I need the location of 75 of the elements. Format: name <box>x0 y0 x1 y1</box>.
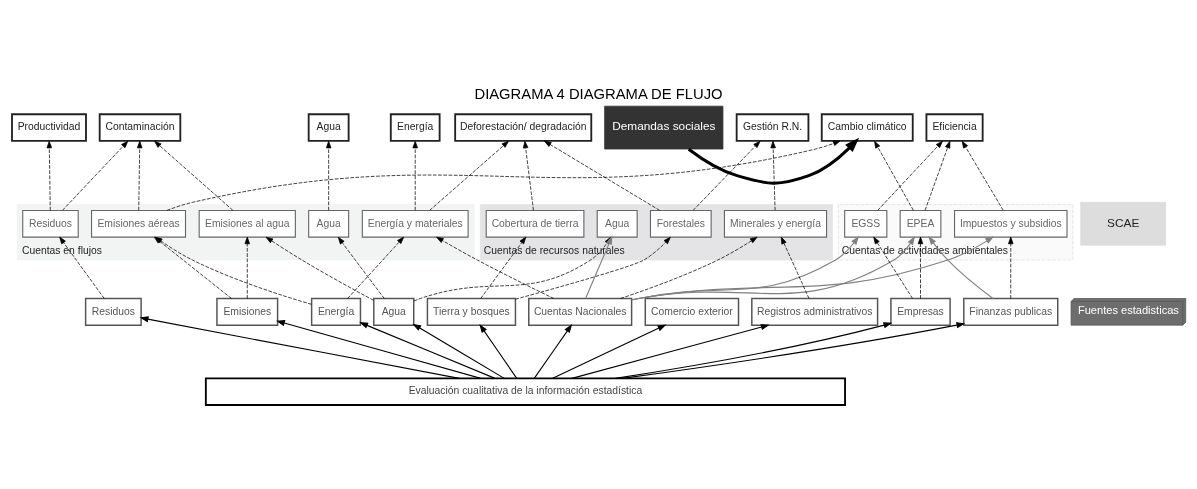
node-box: Emisiones <box>216 297 279 326</box>
node-box: Emisiones al agua <box>198 209 296 238</box>
node-box: Registros administrativos <box>751 297 879 326</box>
arrow <box>46 140 52 211</box>
arrow <box>325 140 332 211</box>
arrow <box>544 140 660 211</box>
arrow <box>265 236 374 301</box>
arrow <box>139 316 460 379</box>
node-box: Cuentas Nacionales <box>528 297 633 326</box>
arrow <box>337 237 385 299</box>
node-box: Emisiones aéreas <box>91 209 187 238</box>
node-box: Forestales <box>649 209 712 238</box>
node-box: Eficiencia <box>925 113 984 142</box>
arrow <box>359 322 496 379</box>
node-box: Impuestos y subsidios <box>954 209 1068 238</box>
arrow <box>692 140 761 211</box>
arrow <box>877 140 943 211</box>
arrow <box>166 140 841 211</box>
arrow <box>429 140 509 211</box>
node-box: Cambio climático <box>820 113 914 142</box>
arrow <box>347 236 405 299</box>
node-box: Cobertura de tierra <box>485 209 585 238</box>
arrow <box>551 324 667 379</box>
node-box: EGSS <box>844 209 888 238</box>
arrow <box>631 236 995 301</box>
node-box: Finanzas publicas <box>963 297 1059 326</box>
node-box: Energía y materiales <box>361 209 469 238</box>
arrow <box>533 324 573 379</box>
node-box: Energía <box>310 297 362 326</box>
arrow <box>276 320 482 379</box>
arrow <box>523 140 534 211</box>
node-box: EPEA <box>899 209 942 238</box>
arrow <box>1008 236 1014 299</box>
arrow <box>687 137 860 185</box>
arrow <box>620 236 758 299</box>
arrow <box>770 140 776 211</box>
node-box: Agua <box>596 209 638 238</box>
arrow <box>571 324 770 379</box>
arrow <box>412 140 418 211</box>
node-box: Agua <box>308 209 350 238</box>
arrow <box>873 236 913 299</box>
node-box: Gestión R.N. <box>735 113 810 142</box>
node-box: Comercio exterior <box>644 297 740 326</box>
arrow <box>614 322 893 379</box>
node-box: Empresas <box>890 297 951 326</box>
node-box: Agua <box>307 113 350 142</box>
node-box: Minerales y energía <box>723 209 828 238</box>
arrow <box>917 236 924 299</box>
node-box: Energía <box>389 113 441 142</box>
arrow <box>961 140 1004 211</box>
arrow <box>137 140 143 211</box>
node-box: Contaminación <box>98 113 182 142</box>
arrow <box>412 323 505 379</box>
arrow <box>244 236 250 299</box>
arrow <box>780 236 810 299</box>
arrow <box>436 236 555 299</box>
arrow <box>479 324 518 379</box>
arrow <box>59 236 105 299</box>
node-box: Deforestación/ degradación <box>454 113 593 142</box>
node-box: Demandas sociales <box>604 105 724 150</box>
node-box: Agua <box>373 297 415 326</box>
arrow <box>621 322 966 379</box>
node-box: Residuos <box>22 209 79 238</box>
node-box: SCAE <box>1080 201 1167 246</box>
arrow <box>480 236 527 299</box>
arrow <box>874 140 914 211</box>
arrow <box>928 235 994 299</box>
node-box: Evaluación cualitativa de la información estadística <box>204 377 846 406</box>
arrow <box>62 140 129 211</box>
node-box: Productividad <box>11 113 87 142</box>
arrow <box>154 140 234 211</box>
arrow <box>924 140 951 211</box>
diagram-title: DIAGRAMA 4 DIAGRAMA DE FLUJO <box>474 85 723 102</box>
node-box: Residuos <box>84 297 142 326</box>
node-box: Tierra y bosques <box>426 297 517 326</box>
